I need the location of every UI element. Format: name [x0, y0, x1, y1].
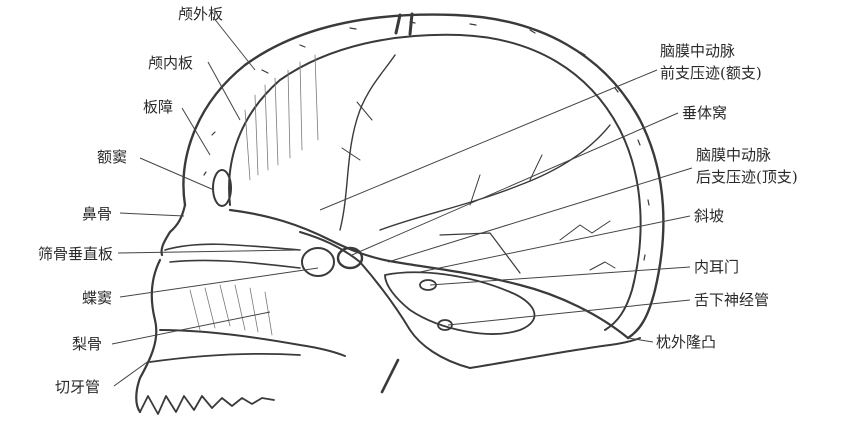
label-outer-table: 颅外板	[178, 5, 223, 23]
label-mma-posterior-1: 脑膜中动脉	[696, 146, 771, 164]
label-incisive-canal: 切牙管	[55, 378, 100, 396]
label-nasal-bone: 鼻骨	[82, 205, 112, 223]
label-mma-anterior-1: 脑膜中动脉	[660, 42, 735, 60]
label-inner-table: 颅内板	[148, 54, 193, 72]
styloid-process	[382, 360, 398, 392]
teeth	[140, 396, 274, 414]
label-internal-acoustic-meatus: 内耳门	[694, 258, 739, 276]
label-vomer: 梨骨	[72, 335, 102, 353]
cranial-base	[230, 210, 628, 338]
label-diploe: 板障	[143, 98, 173, 116]
label-hypoglossal-canal: 舌下神经管	[694, 291, 769, 309]
inner-table-outline	[229, 35, 641, 330]
label-mma-anterior-2: 前支压迹(额支)	[660, 64, 762, 82]
maxilla	[136, 260, 160, 412]
label-sphenoid-sinus: 蝶窦	[82, 289, 112, 307]
sella-shape	[338, 248, 362, 268]
diploe-texture	[204, 22, 649, 260]
frontal-shading	[245, 55, 318, 180]
mma-anterior-groove	[340, 55, 395, 230]
nasal-septum	[165, 244, 300, 268]
label-external-occipital-protuberance: 枕外隆凸	[656, 333, 716, 351]
label-mma-posterior-2: 后支压迹(顶支)	[696, 168, 798, 186]
sphenoid-sinus-shape	[302, 248, 334, 276]
coronal-suture	[396, 14, 412, 34]
label-ethmoid-plate: 筛骨垂直板	[38, 245, 113, 263]
label-sella: 垂体窝	[682, 104, 727, 122]
mma-posterior-groove	[380, 125, 610, 230]
label-clivus: 斜坡	[694, 207, 724, 225]
label-frontal-sinus: 额窦	[97, 148, 127, 166]
